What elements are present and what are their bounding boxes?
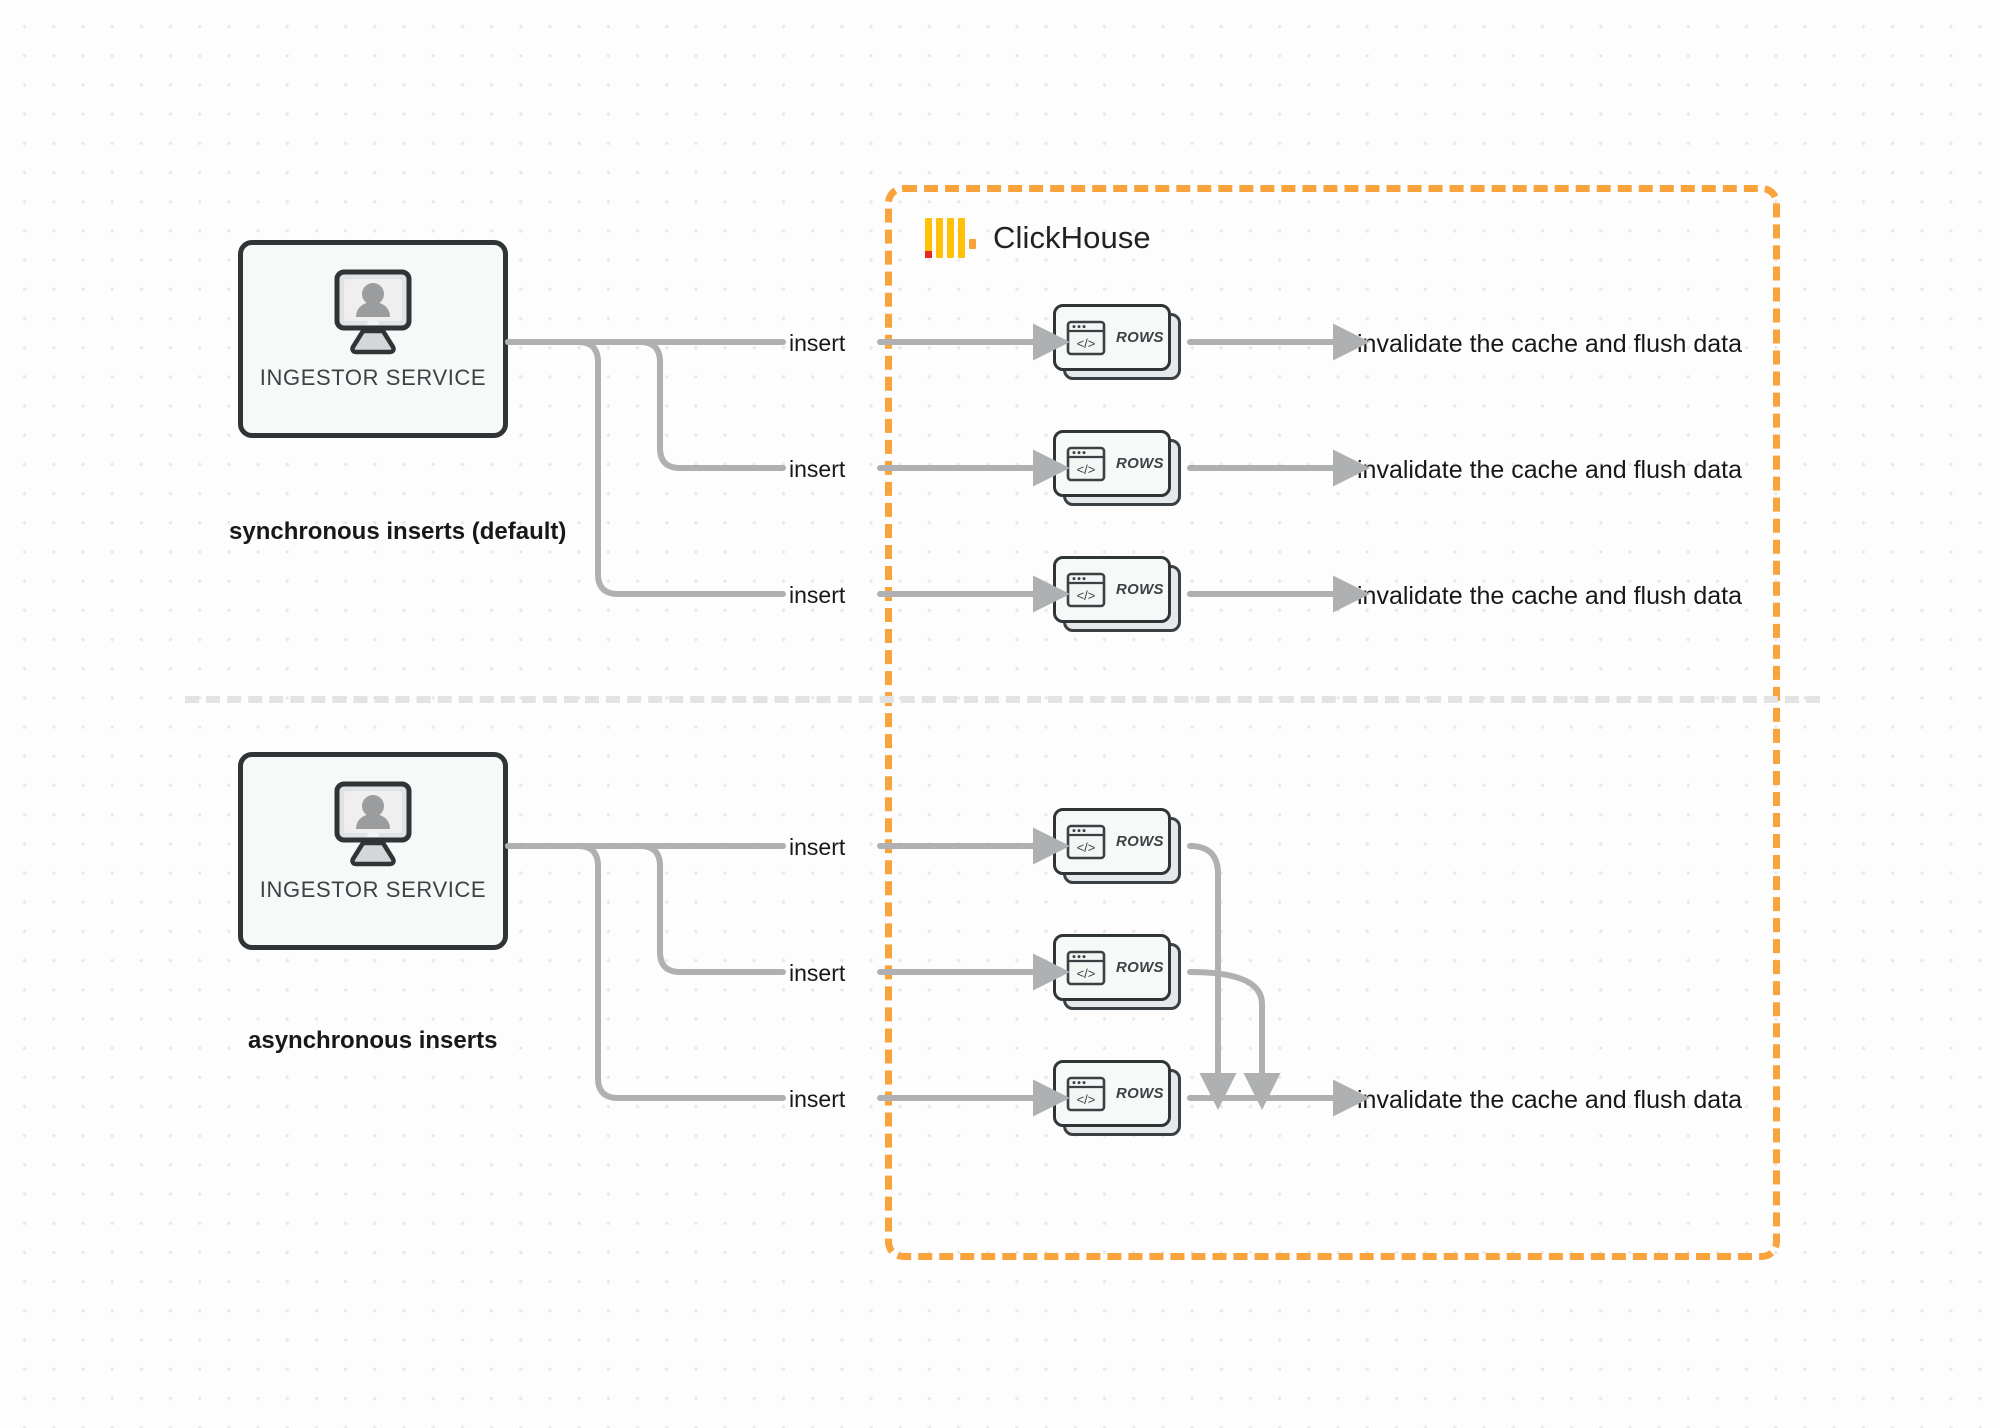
wire-async-fanout-3 (505, 843, 786, 1101)
rows-card-front-sheet: </> ROWS (1053, 556, 1171, 623)
wire-sync-fanout-3 (505, 339, 786, 597)
rows-card-front-sheet: </> ROWS (1053, 934, 1171, 1001)
wire-sync-fanout-2 (505, 339, 786, 471)
rows-card-front-sheet: </> ROWS (1053, 808, 1171, 875)
ingestor-service-label-async: INGESTOR SERVICE (259, 877, 487, 902)
rows-card-label: ROWS (1116, 329, 1164, 346)
svg-text:</>: </> (1077, 1092, 1096, 1107)
insert-label-sync-3: insert (789, 582, 846, 608)
section-divider (185, 696, 1820, 703)
clickhouse-boundary (885, 185, 1780, 1260)
rows-card-async-1[interactable]: </> ROWS (1053, 808, 1181, 884)
rows-card-front-sheet: </> ROWS (1053, 430, 1171, 497)
insert-label-async-3: insert (789, 1086, 846, 1112)
rows-card-label: ROWS (1116, 581, 1164, 598)
wire-async-fanout-2 (505, 843, 786, 975)
flush-label-sync-1: invalidate the cache and flush data (1357, 330, 1742, 358)
code-window-icon: </> (1066, 320, 1106, 355)
flush-label-sync-2: invalidate the cache and flush data (1357, 456, 1742, 484)
svg-text:</>: </> (1077, 840, 1096, 855)
rows-card-label: ROWS (1116, 455, 1164, 472)
rows-card-label: ROWS (1116, 833, 1164, 850)
ingestor-service-async[interactable]: INGESTOR SERVICE (238, 752, 508, 950)
svg-text:</>: </> (1077, 462, 1096, 477)
svg-text:</>: </> (1077, 336, 1096, 351)
clickhouse-logo-icon (925, 218, 976, 258)
insert-label-sync-2: insert (789, 456, 846, 482)
code-window-icon: </> (1066, 950, 1106, 985)
rows-card-sync-1[interactable]: </> ROWS (1053, 304, 1181, 380)
ingestor-service-sync[interactable]: INGESTOR SERVICE (238, 240, 508, 438)
code-window-icon: </> (1066, 446, 1106, 481)
insert-label-sync-1: insert (789, 330, 846, 356)
code-window-icon: </> (1066, 1076, 1106, 1111)
flush-label-async-merged: invalidate the cache and flush data (1357, 1086, 1742, 1114)
section-caption-sync: synchronous inserts (default) (229, 518, 567, 545)
svg-text:</>: </> (1077, 588, 1096, 603)
rows-card-sync-3[interactable]: </> ROWS (1053, 556, 1181, 632)
rows-card-front-sheet: </> ROWS (1053, 304, 1171, 371)
clickhouse-wordmark: ClickHouse (993, 220, 1151, 255)
clickhouse-brand: ClickHouse (925, 218, 1151, 258)
insert-label-async-1: insert (789, 834, 846, 860)
insert-label-async-2: insert (789, 960, 846, 986)
code-window-icon: </> (1066, 824, 1106, 859)
flush-label-sync-3: invalidate the cache and flush data (1357, 582, 1742, 610)
rows-card-async-2[interactable]: </> ROWS (1053, 934, 1181, 1010)
svg-text:</>: </> (1077, 966, 1096, 981)
rows-card-sync-2[interactable]: </> ROWS (1053, 430, 1181, 506)
monitor-user-icon (334, 781, 412, 867)
rows-card-front-sheet: </> ROWS (1053, 1060, 1171, 1127)
monitor-user-icon (334, 269, 412, 355)
ingestor-service-label-sync: INGESTOR SERVICE (259, 365, 487, 390)
section-caption-async: asynchronous inserts (248, 1027, 498, 1054)
rows-card-label: ROWS (1116, 1085, 1164, 1102)
rows-card-label: ROWS (1116, 959, 1164, 976)
code-window-icon: </> (1066, 572, 1106, 607)
rows-card-async-3[interactable]: </> ROWS (1053, 1060, 1181, 1136)
